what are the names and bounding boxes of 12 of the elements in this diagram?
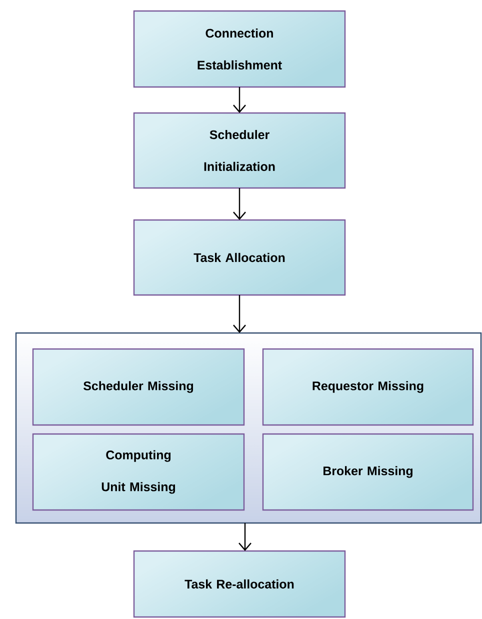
arrow bbox=[238, 523, 252, 551]
arrow bbox=[233, 188, 246, 220]
process-box: Computing Unit Missing bbox=[32, 433, 245, 511]
process-box: Task Re-allocation bbox=[133, 550, 346, 618]
process-box: Scheduler Initialization bbox=[133, 112, 346, 189]
process-box: Scheduler Missing bbox=[32, 348, 245, 426]
process-box: Requestor Missing bbox=[262, 348, 474, 426]
process-box: Task Allocation bbox=[133, 219, 346, 296]
process-box: Connection Establishment bbox=[133, 10, 346, 88]
arrow bbox=[233, 87, 246, 113]
arrow bbox=[233, 295, 246, 333]
process-box: Broker Missing bbox=[262, 433, 474, 511]
